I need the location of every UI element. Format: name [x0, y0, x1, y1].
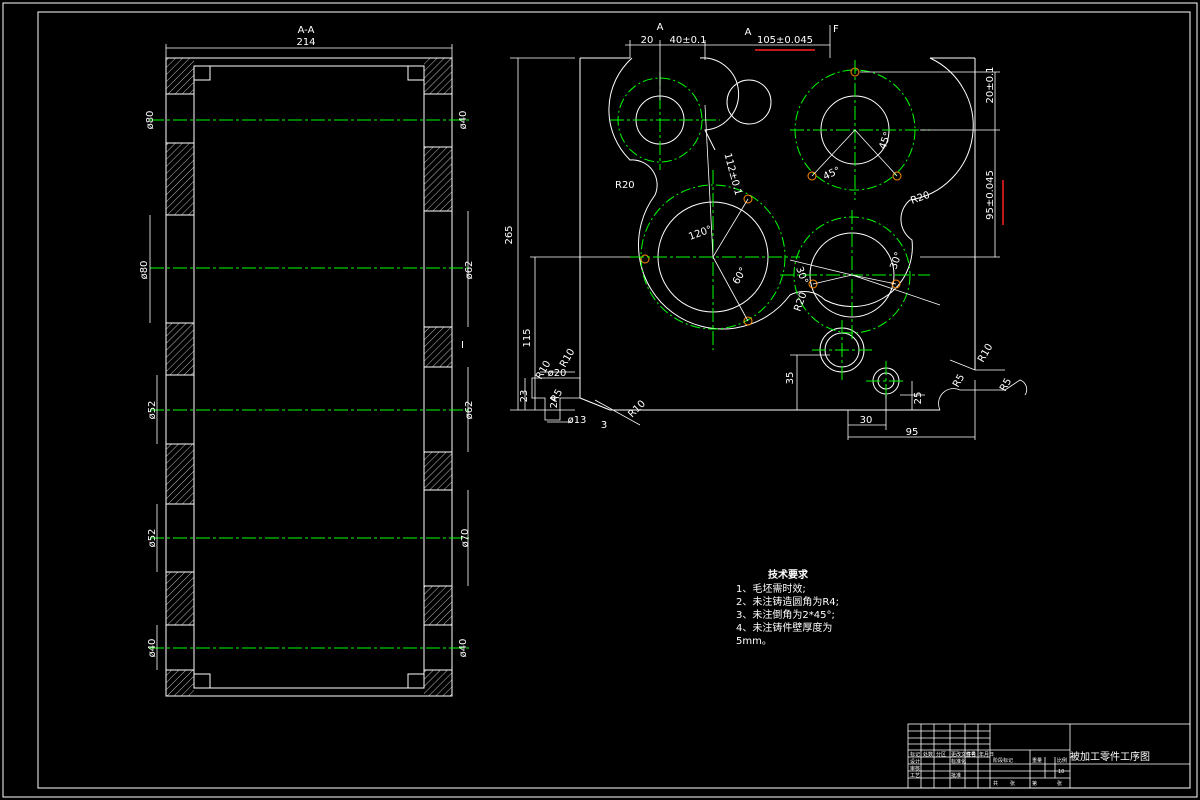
detail-dim-1: ø20 — [548, 368, 567, 379]
radius-2: R20 — [909, 190, 931, 207]
plan-view: A A F 20 40±0.1 105±0.045 20±0.1 95±0.04… — [504, 22, 1028, 440]
tech-title: 技术要求 — [768, 568, 809, 581]
section-hatch-right — [424, 58, 452, 696]
top-dim-2: 40±0.1 — [669, 35, 706, 46]
tb-label-7: 设计 — [910, 758, 920, 765]
tb-label-5: 签名 — [966, 751, 976, 758]
radius-4: R10 — [558, 347, 577, 370]
left-dim-1: ø80 — [145, 111, 156, 130]
tb-label-2: 处数 — [923, 751, 933, 758]
right-dim-5: ø40 — [458, 639, 469, 658]
section-label: A-A — [298, 25, 315, 36]
angle-6: 30° — [888, 251, 904, 271]
angle-5: 30° — [793, 265, 809, 285]
section-hatch-left — [166, 58, 194, 696]
tb-label-17: 第 — [1032, 780, 1037, 787]
angle-4: 60° — [731, 266, 749, 287]
tb-label-15: 共 — [993, 780, 998, 787]
right-dim-mid: 95±0.045 — [985, 170, 996, 220]
inner-frame — [37, 11, 1191, 789]
right-dim-3: ø62 — [464, 401, 475, 420]
detail-dim-2: ø13 — [568, 415, 587, 426]
bottom-dim-95: 95 — [906, 427, 919, 438]
radius-7: R5 — [998, 376, 1014, 393]
right-dim-top: 20±0.1 — [985, 66, 996, 103]
tb-label-9: 审核 — [910, 765, 920, 772]
side-mark: I — [461, 340, 464, 351]
radius-1: R20 — [615, 180, 635, 191]
tech-item-2: 2、未注铸造圆角为R4; — [736, 595, 839, 608]
datum-mark: F — [833, 24, 839, 35]
section-mark-1: A — [657, 22, 664, 33]
scale-value: 10 — [1058, 769, 1064, 775]
tech-item-4: 4、未注铸件壁厚度为 — [736, 621, 832, 634]
bottom-dim-25: 25 — [913, 392, 924, 405]
angle-1: 45° — [822, 165, 843, 182]
radius-3: R20 — [792, 291, 809, 313]
left-dim-115: 115 — [522, 328, 533, 347]
right-dim-2: ø62 — [464, 261, 475, 280]
tb-label-14: 比例 — [1057, 757, 1067, 764]
tb-label-13: 重量 — [1032, 757, 1042, 764]
right-dim-4: ø70 — [460, 529, 471, 548]
angle-2: 45° — [877, 131, 893, 151]
left-dim-4: ø52 — [147, 529, 158, 548]
section-view: A-A 214 ø80 ø80 ø52 ø52 ø40 ø40 ø62 ø62 … — [139, 25, 475, 697]
tech-item-5: 5mm。 — [736, 636, 772, 647]
tb-label-12: 阶段标记 — [993, 757, 1013, 764]
tb-label-10: 工艺 — [910, 773, 920, 779]
drawing-name: 被加工零件工序图 — [1070, 750, 1150, 763]
bottom-dim-35: 35 — [785, 372, 796, 385]
left-dim-3: ø52 — [147, 401, 158, 420]
inclined-dim: 112±0.1 — [721, 152, 743, 197]
bottom-dim-30: 30 — [860, 415, 873, 426]
tech-item-1: 1、毛坯需时效; — [736, 582, 806, 595]
section-mark-2: A — [745, 27, 752, 38]
tb-label-8: 标准化 — [951, 758, 966, 765]
right-dim-1: ø40 — [458, 111, 469, 130]
tb-label-1: 标记 — [910, 751, 920, 758]
tb-label-4: 更改文件号 — [951, 751, 976, 758]
title-block: 标记 处数 分区 更改文件号 签名 年月日 设计 标准化 审核 工艺 批准 阶段… — [907, 723, 1191, 789]
tb-label-6: 年月日 — [979, 751, 994, 758]
left-dim-23: 23 — [519, 390, 530, 403]
angle-3: 120° — [687, 224, 713, 243]
top-dim-1: 20 — [641, 35, 654, 46]
tb-label-16: 张 — [1010, 780, 1015, 787]
radius-8: R10 — [626, 398, 648, 420]
bore-2 — [726, 79, 772, 125]
radius-10: R5 — [951, 372, 967, 389]
tech-requirements: 技术要求 1、毛坯需时效; 2、未注铸造圆角为R4; 3、未注倒角为2*45°;… — [736, 568, 839, 647]
tb-label-18: 张 — [1057, 780, 1062, 787]
radius-9: R10 — [976, 342, 995, 365]
left-dim-2: ø80 — [139, 261, 150, 280]
part-profile — [608, 57, 974, 330]
section-width-dim: 214 — [296, 37, 315, 48]
left-dim-5: ø40 — [147, 639, 158, 658]
left-dim-265: 265 — [504, 225, 515, 244]
detail-dim-4: 24 — [549, 396, 560, 409]
tb-label-11: 批准 — [951, 772, 961, 779]
top-dim-3: 105±0.045 — [757, 35, 813, 46]
tech-item-3: 3、未注倒角为2*45°; — [736, 608, 835, 621]
tb-label-3: 分区 — [936, 751, 946, 758]
detail-dim-3: 3 — [601, 420, 607, 431]
